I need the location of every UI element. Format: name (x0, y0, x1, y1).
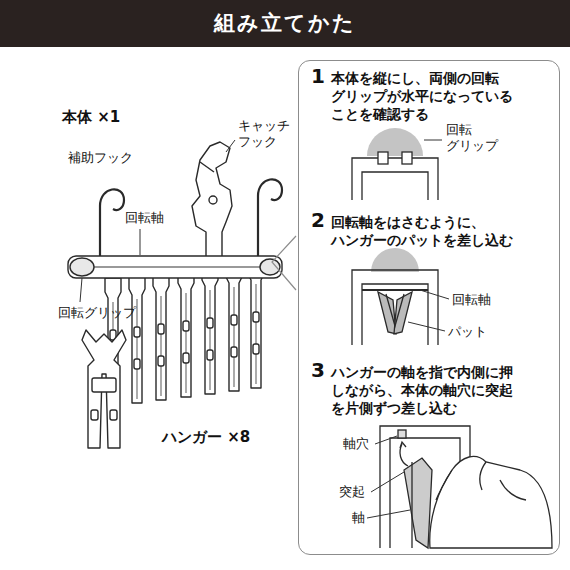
part-label: 回転軸 (452, 292, 491, 308)
title: 組み立てかた (0, 0, 570, 47)
part-label: パット (448, 324, 487, 340)
step-text: 本体を縦にし、両側の回転 グリップが水平になっている ことを確認する (331, 69, 540, 123)
part-label: 軸 (352, 510, 365, 526)
part-label: 補助フック (68, 150, 133, 166)
part-count: ハンガー ×8 (162, 428, 250, 447)
step-number: 1 (311, 65, 325, 87)
part-count: 本体 ×1 (62, 108, 120, 127)
part-label: 回転グリップ (58, 305, 136, 321)
step-number: 2 (311, 209, 325, 231)
part-label: 突起 (339, 484, 365, 500)
title-band: 組み立てかた (0, 0, 570, 47)
part-label: 回転軸 (125, 210, 164, 226)
part-label: 軸穴 (343, 436, 369, 452)
step-text: 回転軸をはさむように、 ハンガーのパットを差し込む (331, 213, 540, 249)
step-panel: 1 本体を縦にし、両側の回転 グリップが水平になっている ことを確認する 2 回転軸を… (298, 60, 560, 555)
step-number: 3 (311, 359, 325, 381)
part-label: キャッチ フック (238, 118, 296, 149)
step-text: ハンガーの軸を指で内側に押 しながら、本体の軸穴に突起 を片側ずつ差し込む (331, 363, 540, 417)
part-label: 回転 グリップ (446, 122, 504, 153)
